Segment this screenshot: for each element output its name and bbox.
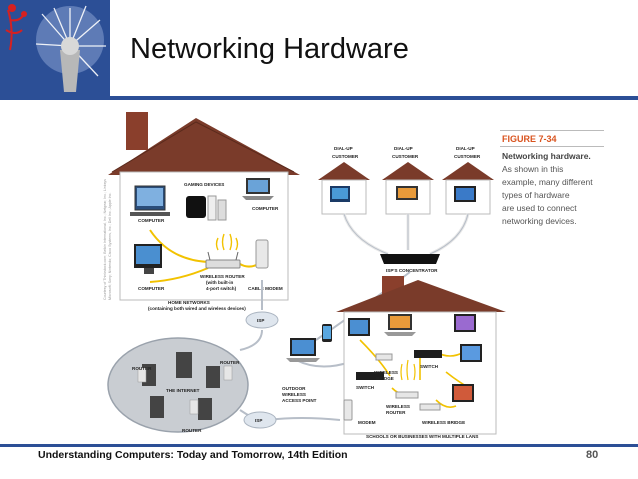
label-the-internet: THE INTERNET: [166, 388, 200, 393]
label-port-switch: 4-port switch): [206, 286, 237, 291]
label-gaming-devices: GAMING DEVICES: [184, 182, 224, 187]
label-modem: MODEM: [358, 420, 376, 425]
page-number: 80: [586, 449, 599, 461]
laptop-icon: [286, 338, 320, 362]
label-customer-3: CUSTOMER: [454, 154, 481, 159]
dandelion-logo-graphic: [0, 0, 110, 96]
dialup-house-1: DIAL-UP CUSTOMER: [318, 146, 370, 215]
business-building: SWITCH SWITCH WIRELESS BRIDGE WIRELESS R…: [336, 276, 506, 439]
label-wireless-1: WIRELESS: [374, 370, 398, 375]
label-switch-1: SWITCH: [356, 385, 375, 390]
label-home-networks-sub: (containing both wired and wireless devi…: [148, 306, 246, 311]
footer-text: Understanding Computers: Today and Tomor…: [38, 449, 348, 461]
credit-line-2: Microsoft; Sony; Nintendo; Cisco Systems…: [108, 193, 112, 300]
home-chimney: [126, 112, 148, 150]
label-cable-modem: CABLE MODEM: [248, 286, 283, 291]
dialup-house-3: DIAL-UP CUSTOMER: [442, 146, 494, 215]
monitor-icon: [348, 318, 370, 336]
label-isp-concentrator: ISP'S CONCENTRATOR: [386, 268, 438, 273]
home-roof: [108, 118, 300, 175]
smartphone-icon: [322, 324, 332, 342]
dialup-customers: DIAL-UP CUSTOMER DIAL-UP CUSTOMER DIAL-U…: [318, 146, 494, 256]
label-bridge: BRIDGE: [376, 376, 394, 381]
modem-icon: [343, 399, 353, 421]
label-home-networks: HOME NETWORKS: [168, 300, 210, 305]
label-router-2: ROUTER: [220, 360, 240, 365]
home-house: COMPUTER GAMING DEVICES COMPUTER COMPUTE…: [108, 112, 300, 311]
wireless-bridge-icon: [375, 353, 441, 411]
cable-modem-icon: [255, 239, 269, 269]
isp-node-2: ISP: [243, 411, 277, 429]
header-rule: [0, 96, 638, 100]
home-computer-desktop-icon: [130, 185, 170, 216]
caption-line-4: are used to connect: [502, 203, 577, 213]
label-outdoor: OUTDOOR: [282, 386, 306, 391]
label-with-built-in: (with built-in: [206, 280, 233, 285]
wireless-router-icon: [395, 391, 419, 399]
router-icon: [137, 365, 233, 415]
business-roof: [336, 280, 506, 312]
caption-line-3: types of hardware: [502, 190, 570, 200]
label-customer-1: CUSTOMER: [332, 154, 359, 159]
label-wireless-router: WIRELESS ROUTER: [200, 274, 245, 279]
figure-caption: FIGURE 7-34 Networking hardware. As show…: [500, 130, 604, 226]
label-computer-1: COMPUTER: [138, 218, 165, 223]
label-switch-2: SWITCH: [420, 364, 439, 369]
wireless-router-icon: [205, 251, 241, 269]
credit-line-1: Courtesy of Thinkstock.com; Belkin Inter…: [103, 179, 107, 300]
label-schools-lans: SCHOOLS OR BUSINESSES WITH MULTIPLE LANS: [366, 434, 478, 439]
dandelion-logo: [0, 0, 110, 96]
caption-line-1: As shown in this: [502, 164, 563, 174]
label-wireless-2: WIRELESS: [386, 404, 410, 409]
label-router-3: ROUTER: [182, 428, 202, 433]
label-outdoor-wireless: WIRELESS: [282, 392, 306, 397]
internet-cloud: ROUTER ROUTER ROUTER THE INTERNET: [107, 337, 249, 433]
dialup-house-2: DIAL-UP CUSTOMER: [382, 146, 434, 215]
label-access-point: ACCESS POINT: [282, 398, 317, 403]
caption-line-5: networking devices.: [502, 216, 577, 226]
label-isp-1: ISP: [257, 318, 264, 323]
laptop-icon: [384, 314, 416, 336]
game-console-icon: [186, 195, 227, 221]
isp-node-1: ISP: [245, 311, 279, 329]
label-router-1: ROUTER: [132, 366, 152, 371]
label-computer-2: COMPUTER: [252, 206, 279, 211]
label-dialup-2: DIAL-UP: [394, 146, 413, 151]
label-customer-2: CUSTOMER: [392, 154, 419, 159]
wireless-waves-icon: [215, 233, 239, 251]
slide-title: Networking Hardware: [130, 33, 409, 65]
label-isp-2: ISP: [255, 418, 262, 423]
figure-subtitle: Networking hardware.: [502, 151, 591, 161]
isp-concentrator-icon: ISP'S CONCENTRATOR: [380, 254, 440, 273]
label-wireless-bridge: WIRELESS BRIDGE: [422, 420, 465, 425]
home-computer-monitor-icon: [134, 244, 162, 274]
wireless-waves-icon: [400, 359, 416, 381]
label-wireless-router-business: ROUTER: [386, 410, 406, 415]
monitor-icon: [452, 384, 474, 402]
caption-line-2: example, many different: [502, 177, 593, 187]
photo-credit: Courtesy of Thinkstock.com; Belkin Inter…: [103, 179, 112, 300]
label-dialup-1: DIAL-UP: [334, 146, 353, 151]
figure-number: FIGURE 7-34: [502, 134, 557, 144]
switch-icon: [356, 350, 442, 380]
footer-rule: [0, 444, 638, 447]
monitor-icon: [454, 314, 476, 332]
monitor-icon: [460, 344, 482, 362]
label-dialup-3: DIAL-UP: [456, 146, 475, 151]
home-laptop-icon: [242, 178, 274, 200]
label-computer-3: COMPUTER: [138, 286, 165, 291]
outdoor-access-point: OUTDOOR WIRELESS ACCESS POINT: [282, 324, 332, 403]
